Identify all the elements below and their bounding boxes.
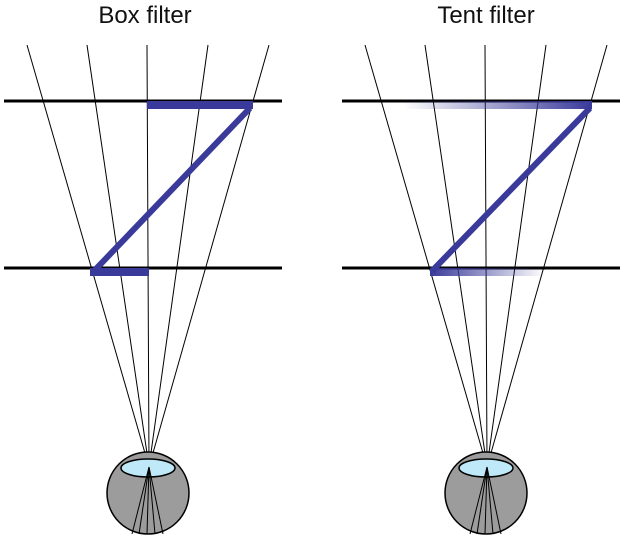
eye-icon: [106, 451, 190, 535]
box-filter-diagonal: [91, 105, 253, 274]
box-rays: [26, 44, 270, 468]
box-filter-far-footprint: [147, 101, 253, 109]
tent-filter-far-footprint: [403, 101, 592, 109]
ray: [86, 44, 150, 468]
box-filter-near-footprint: [90, 268, 149, 276]
ray: [364, 44, 488, 468]
tent-filter-title: Tent filter: [437, 2, 535, 29]
ray: [484, 44, 488, 468]
ray: [146, 44, 150, 468]
eye-icon: [444, 451, 528, 535]
box-filter-panel: [4, 44, 282, 535]
ray: [26, 44, 150, 468]
ray: [148, 44, 270, 468]
tent-filter-diagonal: [429, 105, 593, 274]
box-filter-title: Box filter: [98, 2, 192, 29]
tent-filter-panel: [342, 44, 620, 535]
ray: [424, 44, 488, 468]
tent-rays: [364, 44, 608, 468]
ray: [486, 44, 547, 468]
tent-filter-near-footprint: [430, 268, 545, 276]
ray: [148, 44, 209, 468]
